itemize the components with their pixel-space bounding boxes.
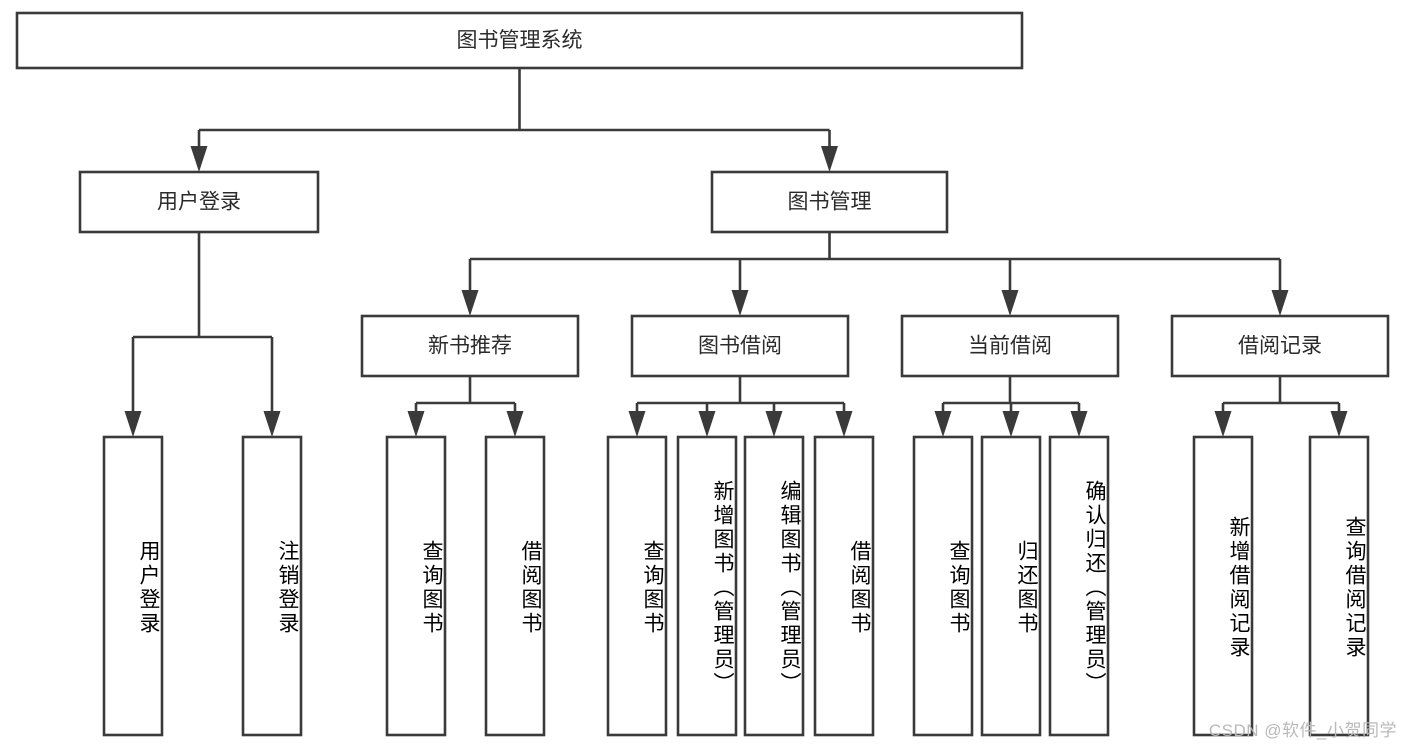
node-leaf-borrow-book-1[interactable]: 借阅图书 — [484, 435, 546, 737]
arrow-head-icon — [506, 411, 524, 437]
arrow-head-icon — [698, 411, 716, 437]
node-label: 查询图书 — [947, 540, 970, 636]
node-label: 编辑图书（管理员） — [778, 480, 801, 696]
node-label: 新增图书（管理员） — [711, 480, 734, 696]
node-box — [15, 11, 1024, 70]
connector-layer — [124, 68, 1348, 437]
node-label-vertical-wrap: 新增借阅记录 — [1227, 516, 1250, 660]
node-label-vertical-wrap: 用户登录 — [137, 540, 160, 636]
node-label-vertical-wrap: 编辑图书（管理员） — [778, 480, 801, 696]
node-label: 图书管理 — [788, 191, 872, 214]
node-leaf-add-record[interactable]: 新增借阅记录 — [1192, 435, 1254, 737]
node-label: 注销登录 — [276, 540, 299, 636]
node-leaf-return-book[interactable]: 归还图书 — [980, 435, 1042, 737]
node-label: 图书管理系统 — [457, 29, 583, 52]
node-leaf-user-logout[interactable]: 注销登录 — [241, 435, 303, 737]
node-book-borrow[interactable]: 图书借阅 — [630, 314, 850, 378]
arrow-head-icon — [407, 411, 425, 437]
node-label: 确认归还（管理员） — [1083, 480, 1106, 696]
node-label: 归还图书 — [1015, 540, 1038, 636]
node-label: 借阅记录 — [1238, 335, 1322, 358]
node-label: 当前借阅 — [968, 335, 1052, 358]
arrow-head-icon — [1002, 411, 1020, 437]
node-layer: 图书管理系统用户登录图书管理新书推荐图书借阅当前借阅借阅记录用户登录注销登录查询… — [15, 11, 1390, 737]
arrow-head-icon — [1271, 290, 1289, 316]
arrow-head-icon — [1070, 411, 1088, 437]
node-root[interactable]: 图书管理系统 — [15, 11, 1024, 70]
arrow-head-icon — [765, 411, 783, 437]
arrow-head-icon — [461, 290, 479, 316]
node-box — [1308, 435, 1370, 737]
node-label-vertical-wrap: 查询图书 — [947, 540, 970, 636]
node-box — [1192, 435, 1254, 737]
node-borrow-record[interactable]: 借阅记录 — [1170, 314, 1390, 378]
arrow-head-icon — [190, 146, 208, 172]
arrow-head-icon — [628, 411, 646, 437]
node-box — [1048, 435, 1110, 737]
node-label: 图书借阅 — [698, 335, 782, 358]
node-label: 新增借阅记录 — [1227, 516, 1250, 660]
node-current-borrow[interactable]: 当前借阅 — [900, 314, 1120, 378]
node-book-manage[interactable]: 图书管理 — [710, 170, 949, 234]
node-box — [606, 435, 668, 737]
node-box — [676, 435, 738, 737]
node-leaf-borrow-book-2[interactable]: 借阅图书 — [813, 435, 875, 737]
node-label: 查询图书 — [420, 540, 443, 636]
node-label: 用户登录 — [137, 540, 160, 636]
node-new-book-rec[interactable]: 新书推荐 — [360, 314, 580, 378]
node-label-vertical-wrap: 查询图书 — [641, 540, 664, 636]
node-box — [912, 435, 974, 737]
node-leaf-query-book-1[interactable]: 查询图书 — [385, 435, 447, 737]
arrow-head-icon — [821, 146, 838, 172]
arrow-head-icon — [934, 411, 952, 437]
arrow-head-icon — [124, 411, 142, 437]
arrow-head-icon — [1330, 411, 1348, 437]
arrow-head-icon — [1001, 290, 1019, 316]
node-label-vertical-wrap: 新增图书（管理员） — [711, 480, 734, 696]
node-box — [78, 170, 320, 234]
node-label-vertical-wrap: 借阅图书 — [848, 540, 871, 636]
node-label-vertical-wrap: 查询图书 — [420, 540, 443, 636]
node-box — [710, 170, 949, 234]
arrow-head-icon — [1214, 411, 1232, 437]
node-label: 借阅图书 — [519, 540, 542, 636]
node-box — [980, 435, 1042, 737]
node-box — [630, 314, 850, 378]
node-label-vertical-wrap: 归还图书 — [1015, 540, 1038, 636]
node-leaf-confirm-return[interactable]: 确认归还（管理员） — [1048, 435, 1110, 737]
arrow-head-icon — [731, 290, 749, 316]
node-user-login[interactable]: 用户登录 — [78, 170, 320, 234]
node-label: 新书推荐 — [428, 335, 512, 358]
node-leaf-edit-book[interactable]: 编辑图书（管理员） — [743, 435, 805, 737]
node-label: 查询图书 — [641, 540, 664, 636]
node-box — [360, 314, 580, 378]
arrow-head-icon — [263, 411, 281, 437]
node-label-vertical-wrap: 查询借阅记录 — [1343, 516, 1366, 660]
node-box — [813, 435, 875, 737]
arrow-head-icon — [835, 411, 853, 437]
node-leaf-query-record[interactable]: 查询借阅记录 — [1308, 435, 1370, 737]
node-leaf-query-book-3[interactable]: 查询图书 — [912, 435, 974, 737]
node-leaf-query-book-2[interactable]: 查询图书 — [606, 435, 668, 737]
node-box — [1170, 314, 1390, 378]
node-box — [900, 314, 1120, 378]
node-box — [385, 435, 447, 737]
node-box — [241, 435, 303, 737]
node-label: 查询借阅记录 — [1343, 516, 1366, 660]
node-box — [102, 435, 164, 737]
node-label-vertical-wrap: 确认归还（管理员） — [1083, 480, 1106, 696]
node-leaf-add-book[interactable]: 新增图书（管理员） — [676, 435, 738, 737]
node-box — [743, 435, 805, 737]
node-label: 借阅图书 — [848, 540, 871, 636]
node-leaf-user-login[interactable]: 用户登录 — [102, 435, 164, 737]
node-label-vertical-wrap: 注销登录 — [276, 540, 299, 636]
node-label-vertical-wrap: 借阅图书 — [519, 540, 542, 636]
node-box — [484, 435, 546, 737]
node-label: 用户登录 — [157, 191, 241, 214]
